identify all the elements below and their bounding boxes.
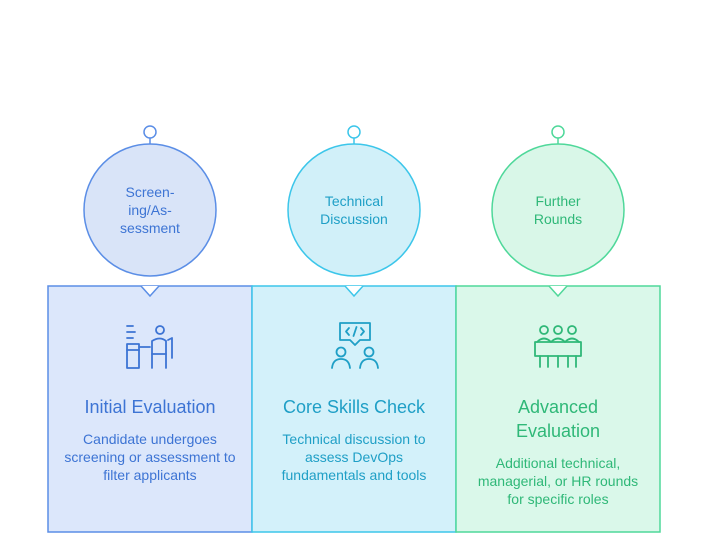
stage-2-circle-label: Technical Discussion	[320, 193, 388, 227]
meeting-table-icon	[534, 325, 582, 368]
person-at-desk-icon	[126, 325, 173, 369]
stage-2-pointer	[344, 285, 364, 298]
stage-1-heading: Initial Evaluation	[84, 397, 216, 417]
stage-2-circle	[287, 143, 421, 277]
stage-1-circle-label: Screen- ing/As- sessment	[120, 184, 180, 236]
stage-2-card: Core Skills Check Technical discussion t…	[252, 286, 456, 532]
stage-1-card: Initial Evaluation Candidate undergoes s…	[48, 286, 252, 532]
code-discussion-icon	[331, 322, 379, 369]
stage-1-panel	[47, 285, 253, 533]
stage-2-top-dot	[347, 125, 361, 139]
stage-1-description: Candidate undergoes screening or assessm…	[64, 431, 236, 483]
stage-1-pointer	[140, 285, 160, 298]
stage-3-graphics	[455, 125, 661, 533]
stage-3-circle-label: Further Rounds	[533, 193, 583, 227]
stage-3-heading: Advanced Evaluation	[515, 397, 601, 441]
stage-1-top-dot	[143, 125, 157, 139]
stage-1-graphics	[47, 125, 253, 533]
stage-2-heading: Core Skills Check	[282, 397, 426, 417]
stage-3-panel	[455, 285, 661, 533]
stage-3-card: Advanced Evaluation Additional technical…	[456, 286, 660, 532]
stage-3-top-dot	[551, 125, 565, 139]
stage-3-description: Additional technical, managerial, or HR …	[477, 455, 639, 507]
stage-1-circle	[83, 143, 217, 277]
stage-3-circle	[491, 143, 625, 277]
stage-2-description: Technical discussion to assess DevOps fu…	[281, 431, 427, 483]
stage-3-pointer	[548, 285, 568, 298]
stage-2-graphics	[251, 125, 457, 533]
